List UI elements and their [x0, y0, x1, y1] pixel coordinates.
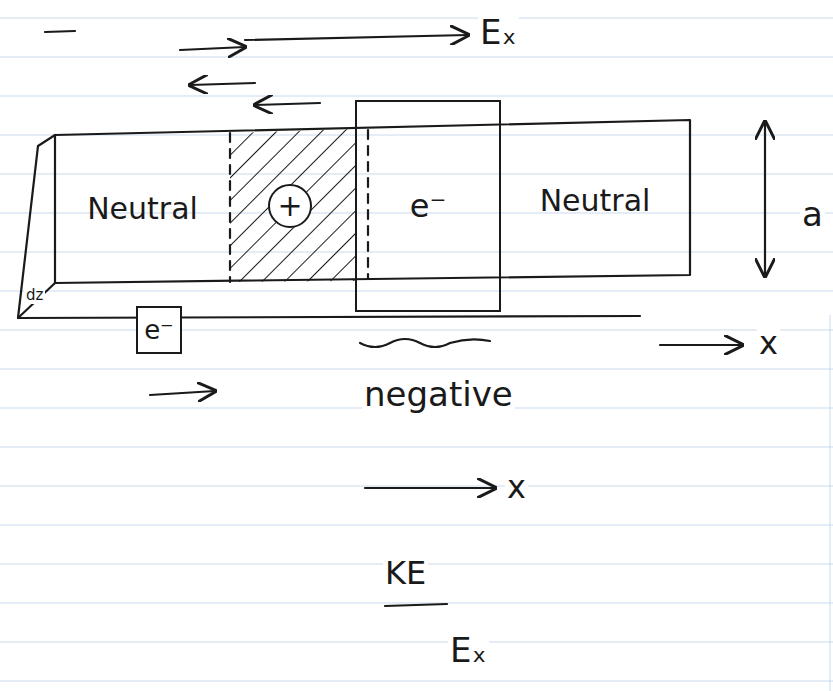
bar-depth: [18, 135, 640, 318]
field-arrow: [245, 35, 468, 40]
ruled-lines: [0, 18, 833, 681]
note-text: negative: [362, 376, 515, 412]
bar-depth: [18, 283, 55, 318]
axis-arrow: [365, 487, 495, 489]
electron-box: e⁻: [355, 100, 501, 312]
hatched-region: [230, 129, 355, 282]
dash-mark: [45, 31, 75, 32]
back-arrow: [190, 83, 255, 85]
node-text: +: [277, 191, 302, 221]
back-arrow: [255, 103, 320, 105]
field-arrow: [180, 47, 245, 50]
axis-arrow: [660, 344, 742, 346]
dimension-arrow: [764, 122, 766, 276]
axis-label: x: [505, 470, 528, 504]
node-text: Neutral: [540, 186, 651, 216]
depth-label: dz: [24, 287, 45, 304]
electron-box: e⁻: [136, 306, 182, 354]
squiggle: [360, 339, 490, 347]
node-text: e⁻: [410, 190, 447, 222]
node-text: e⁻: [144, 317, 174, 343]
dimension-label: a: [800, 196, 825, 232]
dashed-boundary: [367, 130, 369, 278]
node-text: Neutral: [87, 194, 198, 224]
bar-outline: [55, 120, 690, 283]
motion-arrow: [150, 391, 215, 395]
region-label: Neutral: [500, 128, 690, 273]
field-label: Eₓ: [448, 632, 489, 668]
axis-label: x: [757, 326, 780, 360]
underline: [385, 604, 447, 606]
charge-circle: +: [268, 184, 312, 228]
note-text: KE: [383, 556, 428, 590]
region-label: Neutral: [55, 140, 230, 278]
margin-line: [830, 315, 831, 691]
field-label: Eₓ: [478, 14, 519, 50]
dashed-boundary: [229, 133, 231, 282]
